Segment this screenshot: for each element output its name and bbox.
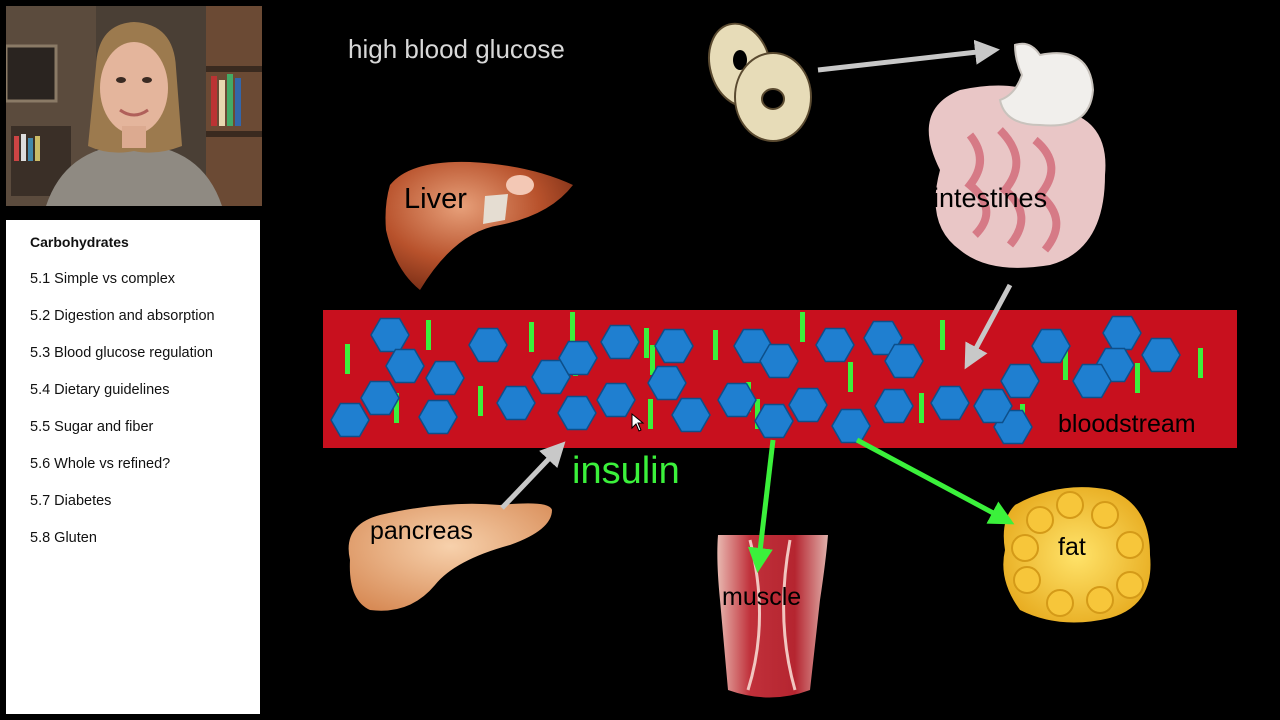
glucose-molecule	[558, 340, 598, 376]
glucose-molecule	[385, 348, 425, 384]
glucose-molecule	[496, 385, 536, 421]
glucose-molecules	[330, 315, 1181, 445]
insulin-molecule	[529, 322, 534, 352]
intestines-label: intestines	[933, 183, 1048, 213]
glucose-molecule	[654, 328, 694, 364]
glucose-molecule	[930, 385, 970, 421]
fat-label: fat	[1058, 533, 1086, 561]
insulin-molecule	[848, 362, 853, 392]
insulin-molecule	[394, 393, 399, 423]
liver-illustration	[385, 161, 573, 290]
muscle-label: muscle	[722, 583, 802, 611]
glucose-molecule	[1031, 328, 1071, 364]
bagels-illustration	[708, 22, 812, 142]
presenter-webcam	[6, 6, 262, 206]
glucose-molecule	[600, 324, 640, 360]
insulin-molecule	[919, 393, 924, 423]
insulin-molecule	[1063, 350, 1068, 380]
outline-item-5-3[interactable]: 5.3 Blood glucose regulation	[30, 345, 213, 361]
outline-item-5-8[interactable]: 5.8 Gluten	[30, 530, 97, 546]
bloodstream-label: bloodstream	[1058, 410, 1196, 438]
pancreas-label: pancreas	[370, 517, 473, 545]
insulin-label: insulin	[572, 450, 680, 492]
muscle-illustration	[717, 535, 828, 698]
presenter-video-frame	[6, 6, 262, 206]
glucose-molecule	[425, 360, 465, 396]
glucose-molecule	[788, 387, 828, 423]
glucose-molecule	[647, 365, 687, 401]
insulin-molecule	[648, 399, 653, 429]
slide-heading: high blood glucose	[348, 34, 565, 64]
lecture-slide: high blood glucose Liver intestines bloo…	[270, 0, 1280, 720]
insulin-molecule	[1198, 348, 1203, 378]
insulin-molecule	[478, 386, 483, 416]
liver-label: Liver	[404, 183, 467, 215]
intestines-to-blood-arrow	[964, 283, 1013, 370]
glucose-molecule	[1102, 315, 1142, 351]
insulin-molecule	[755, 399, 760, 429]
fat-illustration	[1003, 487, 1151, 623]
glucose-molecule	[874, 388, 914, 424]
glucose-molecule	[1072, 363, 1112, 399]
glucose-molecule	[671, 397, 711, 433]
insulin-molecule	[345, 344, 350, 374]
bagel-to-stomach-arrow	[817, 39, 1000, 73]
stomach-intestines-illustration	[928, 42, 1106, 268]
glucose-molecule	[759, 343, 799, 379]
outline-item-5-2[interactable]: 5.2 Digestion and absorption	[30, 308, 215, 324]
glucose-molecule	[717, 382, 757, 418]
glucose-molecule	[1141, 337, 1181, 373]
outline-item-5-4[interactable]: 5.4 Dietary guidelines	[30, 382, 170, 398]
glucose-molecule	[596, 382, 636, 418]
outline-item-5-6[interactable]: 5.6 Whole vs refined?	[30, 456, 171, 472]
glucose-molecule	[754, 403, 794, 439]
insulin-molecule	[644, 328, 649, 358]
insulin-molecule	[940, 320, 945, 350]
course-outline-panel: Carbohydrates 5.1 Simple vs complex 5.2 …	[6, 220, 260, 714]
insulin-molecule	[650, 345, 655, 375]
outline-item-5-7[interactable]: 5.7 Diabetes	[30, 493, 112, 509]
glucose-molecule	[1000, 363, 1040, 399]
glucose-molecule	[360, 380, 400, 416]
insulin-molecule	[800, 312, 805, 342]
insulin-molecule	[713, 330, 718, 360]
outline-item-5-5[interactable]: 5.5 Sugar and fiber	[30, 419, 154, 435]
glucose-molecule	[468, 327, 508, 363]
pancreas-illustration	[348, 503, 552, 611]
pancreas-to-insulin-arrow	[500, 441, 566, 510]
glucose-molecule	[973, 388, 1013, 424]
insulin-molecule	[426, 320, 431, 350]
outline-title: Carbohydrates	[30, 234, 129, 250]
outline-item-5-1[interactable]: 5.1 Simple vs complex	[30, 271, 176, 287]
outline-list: 5.1 Simple vs complex 5.2 Digestion and …	[30, 271, 215, 567]
mouse-cursor-icon	[631, 412, 645, 432]
glucose-to-fat-arrow	[855, 437, 1015, 525]
insulin-molecule	[1135, 363, 1140, 393]
insulin-molecule	[570, 312, 575, 342]
glucose-to-muscle-arrow	[747, 439, 776, 573]
glucose-molecule	[884, 343, 924, 379]
glucose-molecule	[557, 395, 597, 431]
glucose-molecule	[418, 399, 458, 435]
glucose-molecule	[815, 327, 855, 363]
glucose-molecule	[330, 402, 370, 438]
slide-diagram	[323, 22, 1237, 698]
